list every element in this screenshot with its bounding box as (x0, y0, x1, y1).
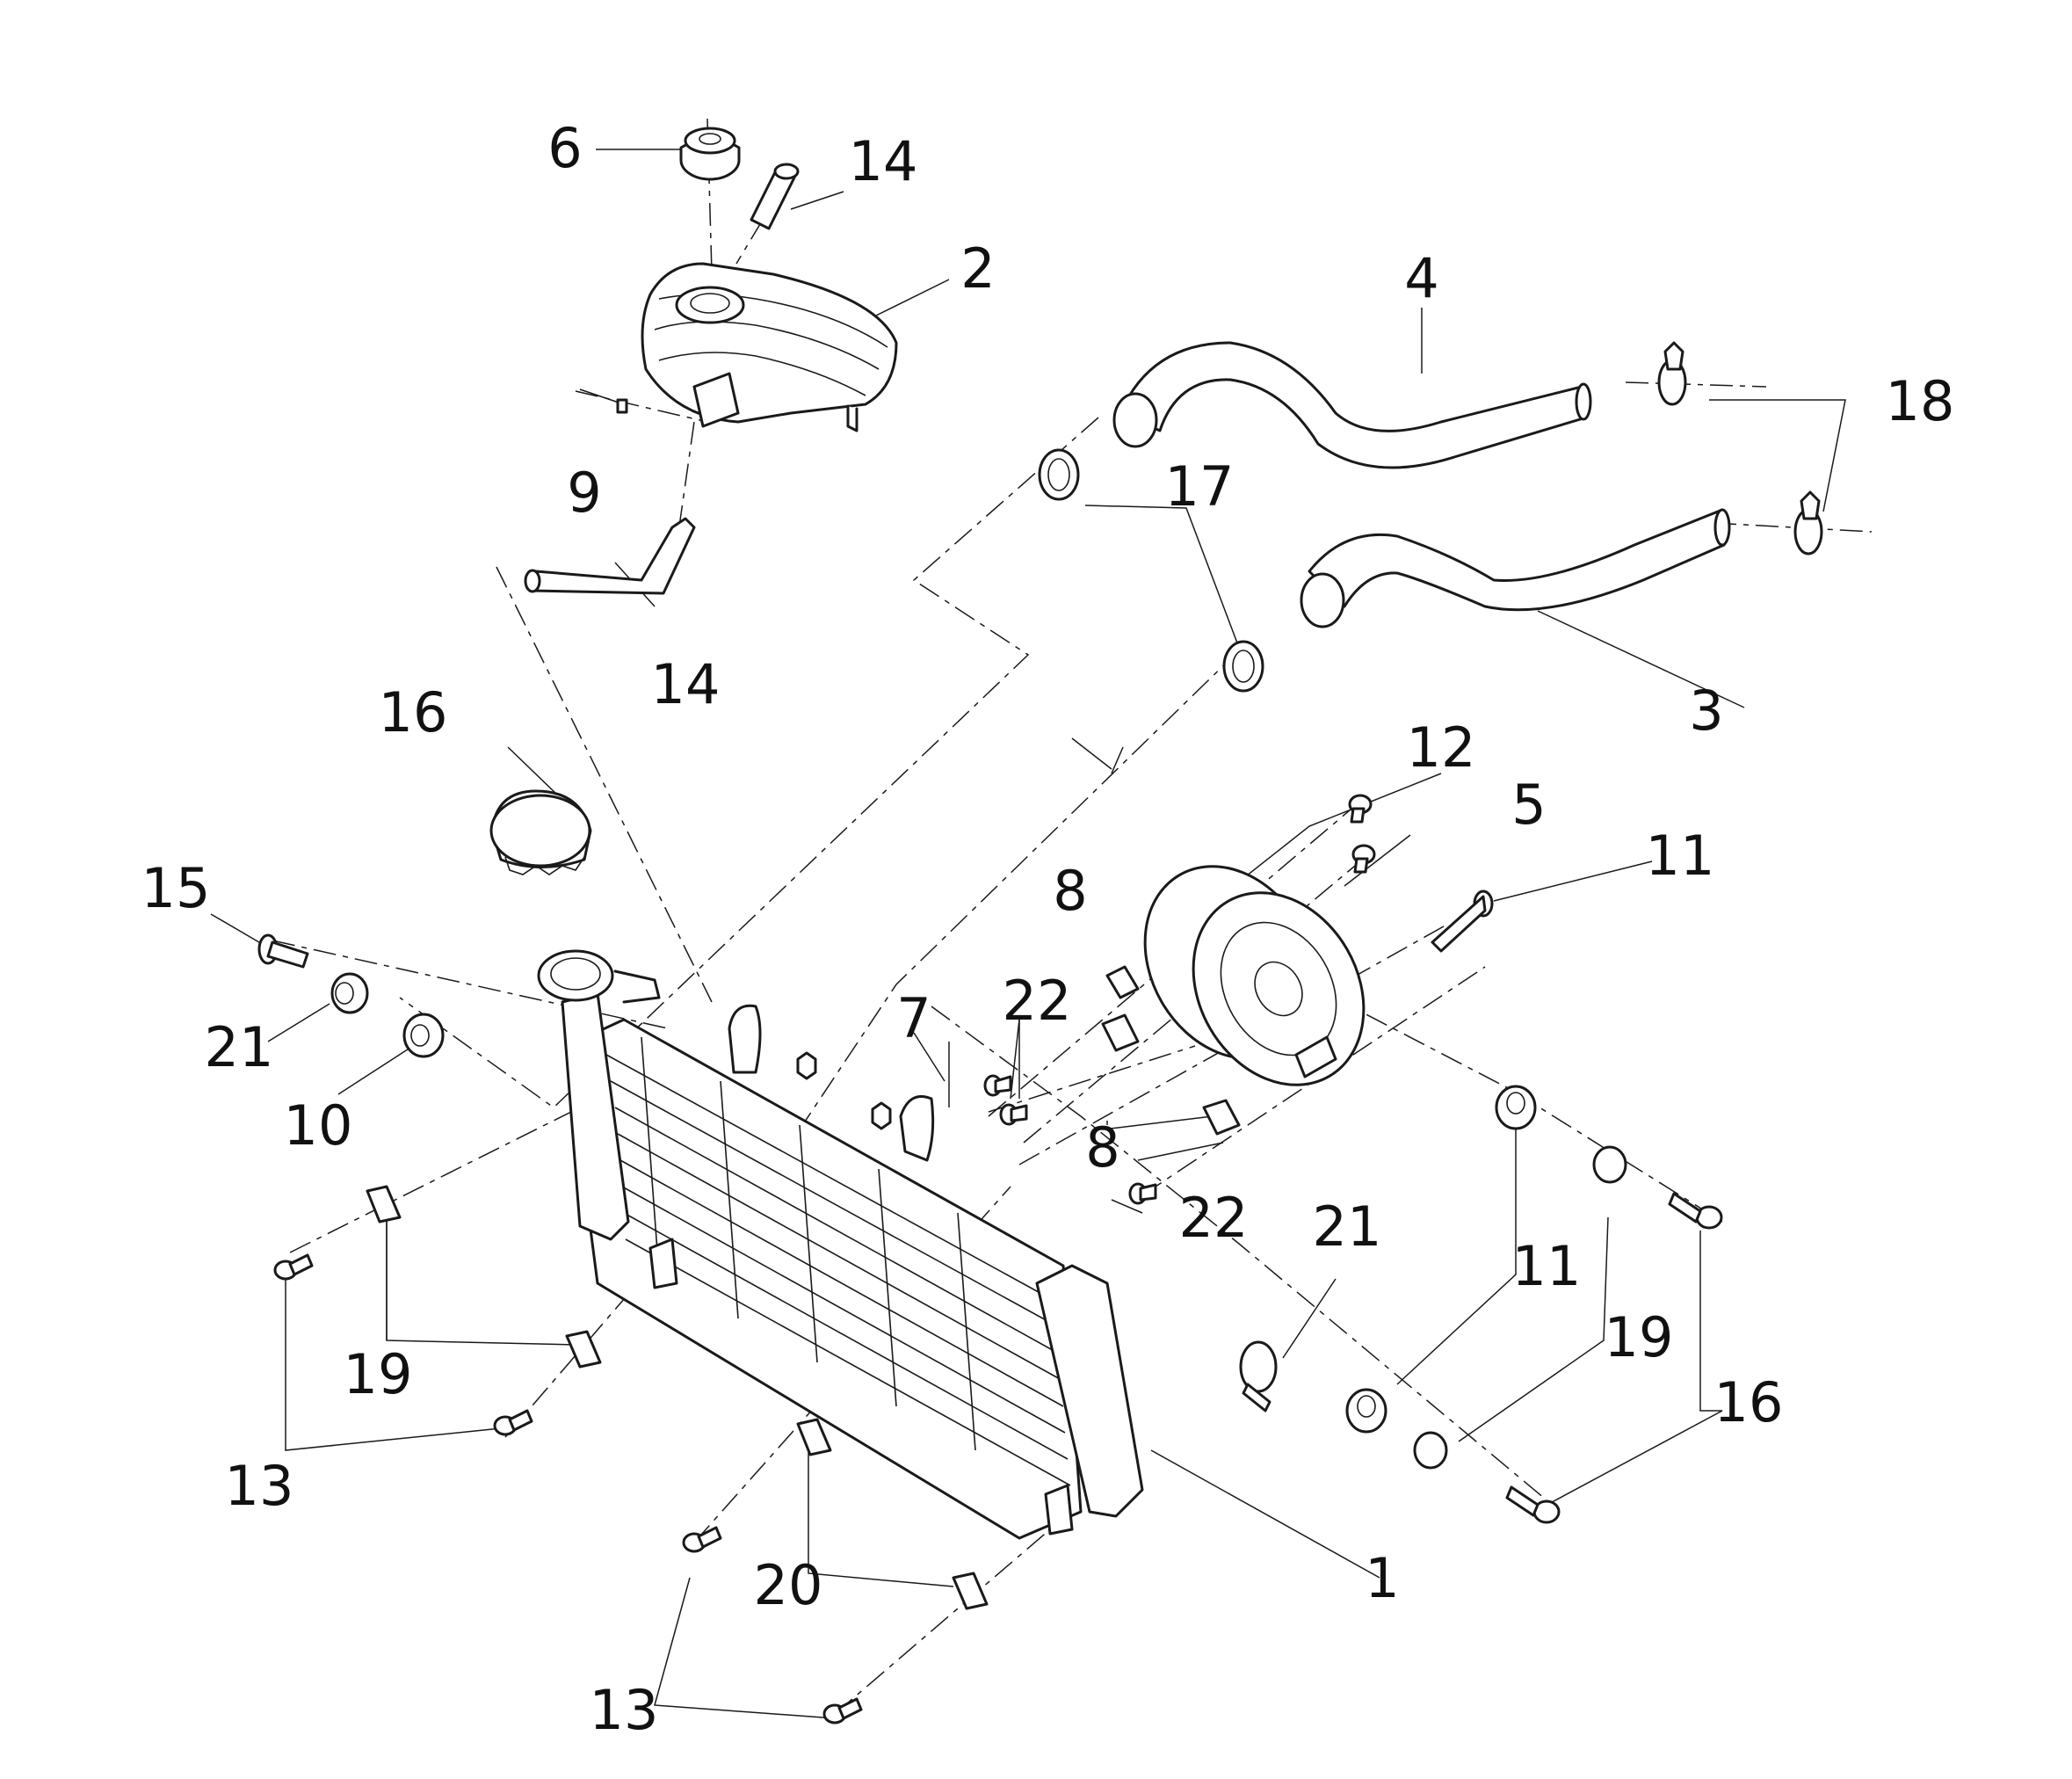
part-11-grommet-left (402, 1013, 445, 1058)
callout-21-left: 21 (205, 1015, 274, 1079)
part-6-reservoir-cap (679, 127, 741, 181)
part-3-lower-radiator-hose (1300, 508, 1731, 628)
callout-16-bottom: 20 (754, 1553, 823, 1617)
part-7-nut-upper (796, 1051, 817, 1080)
callout-21-right: 19 (1605, 1305, 1674, 1369)
part-14-bolt-left (257, 933, 309, 969)
part-19-screw-bottom-upper (682, 1526, 722, 1553)
part-17-hose-clamp-upper (1038, 448, 1080, 501)
part-11-grommet-right-lower (1345, 1388, 1387, 1434)
part-19-screw-left-lower (493, 1409, 533, 1436)
part-13-lower-hose (524, 517, 696, 595)
callout-11-left: 10 (284, 1093, 353, 1158)
part-17-hose-clamp-lower (1222, 640, 1264, 693)
part-4-upper-radiator-hose (1112, 341, 1592, 469)
callout-12: 11 (1646, 824, 1715, 888)
part-12-long-bolt (1431, 890, 1494, 953)
callout-22-lower: 22 (1179, 1186, 1249, 1250)
callout-9: 12 (1407, 715, 1476, 780)
part-5-cooling-fan (1143, 865, 1366, 1086)
callout-18: 18 (1886, 369, 1955, 433)
part-15-radiator-cap (489, 789, 592, 875)
part-18-spring-clip-upper (1657, 341, 1687, 406)
callout-3: 3 (1689, 679, 1723, 743)
part-7-nut-lower (871, 1101, 892, 1130)
part-8-nut-upper (1105, 965, 1140, 999)
callout-5: 5 (1511, 773, 1546, 837)
callout-14-left: 15 (141, 856, 211, 920)
callout-8-lower: 8 (1085, 1115, 1119, 1180)
part-20-hose-clip (1239, 1340, 1278, 1412)
callout-16-left: 19 (344, 1342, 413, 1406)
callout-6: 6 (547, 116, 582, 180)
part-16-speed-nut-bottom-upper (796, 1418, 832, 1456)
callout-labels: 6 14 2 4 18 17 9 14 3 16 12 5 11 15 8 7 … (141, 116, 1955, 1742)
callout-20: 21 (1313, 1194, 1382, 1259)
callout-1: 1 (1365, 1546, 1399, 1610)
callout-13-upper: 14 (849, 129, 918, 193)
part-16-speed-nut-bottom-lower (952, 1572, 989, 1610)
part-8-nut-middle (1101, 1013, 1140, 1052)
part-2-coolant-reservoir (641, 262, 898, 432)
part-21-collar-right-upper (1592, 1145, 1627, 1184)
part-19-screw-left-upper (273, 1253, 314, 1281)
part-11-grommet-right-upper (1495, 1085, 1537, 1130)
part-18-spring-clip-lower (1793, 490, 1823, 555)
part-13-upper-hose (750, 163, 800, 230)
part-9-screw-upper (1348, 794, 1373, 824)
part-1-radiator (537, 949, 1144, 1540)
part-22-screw-lower (1128, 1182, 1157, 1205)
callout-7: 7 (896, 986, 931, 1050)
part-16-speed-nut-left-upper (366, 1185, 402, 1224)
part-22-screw-middle (999, 1103, 1028, 1126)
callout-11-right: 11 (1512, 1234, 1582, 1298)
callout-13-lower: 14 (651, 652, 721, 716)
part-21-collar-left (330, 972, 369, 1014)
part-14-bolt-right-lower (1505, 1485, 1561, 1524)
leader-lines (210, 149, 1846, 1719)
part-22-screw-upper (983, 1074, 1012, 1097)
callout-4: 4 (1404, 246, 1438, 310)
callout-17: 17 (1165, 454, 1235, 519)
callout-14-right: 16 (1714, 1370, 1784, 1434)
callout-19-bottom: 13 (590, 1678, 659, 1742)
callout-15: 16 (379, 680, 448, 744)
part-19-screw-bottom-lower (822, 1697, 863, 1725)
part-8-nut-lower (1202, 1099, 1241, 1136)
part-16-speed-nut-left-lower (565, 1330, 602, 1369)
part-21-collar-right-lower (1413, 1431, 1448, 1470)
callout-8-upper: 8 (1053, 859, 1087, 923)
callout-22-upper: 22 (1003, 969, 1072, 1033)
part-14-bolt-right-upper (1668, 1192, 1723, 1230)
callout-2: 2 (960, 236, 995, 301)
callout-10: 9 (567, 461, 601, 525)
part-10-clip (616, 398, 628, 414)
part-9-screw-lower (1351, 844, 1376, 874)
callout-19-left: 13 (225, 1454, 294, 1518)
